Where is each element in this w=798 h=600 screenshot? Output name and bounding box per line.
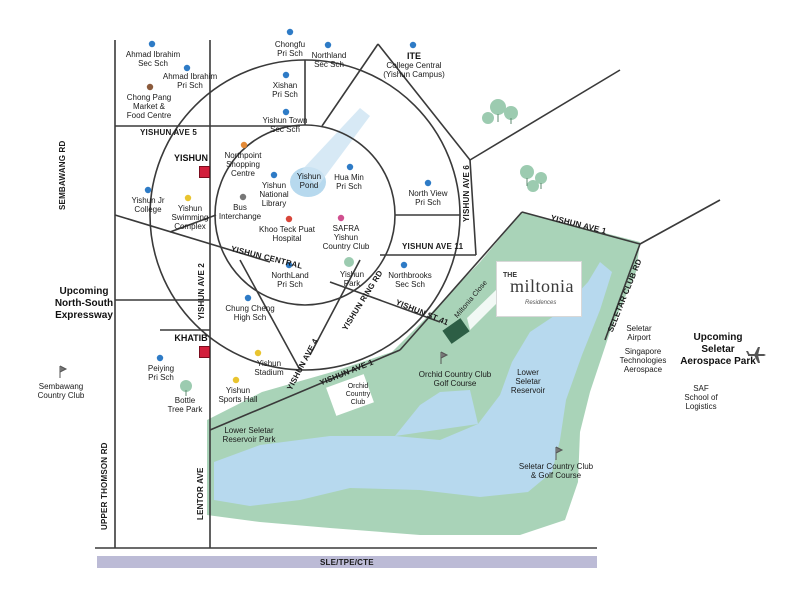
label-ktph: Khoo Teck Puat Hospital — [259, 225, 315, 243]
label-northland-pri: NorthLand Pri Sch — [271, 271, 309, 289]
label-northbrooks: Northbrooks Sec Sch — [388, 271, 432, 289]
school-dot — [144, 186, 152, 194]
school-dot — [285, 261, 293, 269]
label-yishun-jr: Yishun Jr College — [131, 196, 165, 214]
tree-trunks — [185, 114, 542, 396]
road-yishun-ave5: YISHUN AVE 5 — [140, 128, 198, 137]
label-saf-logistics: SAF School of Logistics — [684, 384, 718, 411]
label-upcoming-aerospace: Upcoming Seletar Aerospace Park — [680, 332, 756, 367]
reservoir — [214, 262, 612, 506]
label-ite: ITE — [406, 51, 421, 61]
label-hua-min: Hua Min Pri Sch — [334, 173, 364, 191]
label-chongfu: Chongfu Pri Sch — [274, 40, 306, 58]
development-logo: THE miltonia Residences — [496, 261, 582, 317]
label-yishun-library: Yishun National Library — [259, 181, 289, 208]
hospital-dot — [285, 215, 293, 223]
road-upper-thomson: UPPER THOMSON RD — [100, 442, 109, 530]
label-swimming: Yishun Swimming Complex — [171, 204, 209, 231]
poi-dots — [144, 28, 432, 384]
airplane-icon — [746, 347, 766, 363]
label-peiying: Peiying Pri Sch — [147, 364, 175, 382]
label-upcoming-nse: Upcoming North-South Expressway — [54, 286, 114, 321]
label-lower-seletar-reservoir: Lower Seletar Reservoir — [510, 368, 546, 395]
label-xishan: Xishan Pri Sch — [272, 81, 298, 99]
library-dot — [270, 171, 278, 179]
school-dot — [156, 354, 164, 362]
bus-dot — [239, 193, 247, 201]
label-chung-cheng: Chung Cheng High Sch — [225, 304, 275, 322]
market-dot — [146, 83, 154, 91]
label-sembawang-cc: Sembawang Country Club — [37, 382, 85, 400]
safra-dot — [337, 214, 345, 222]
label-safra: SAFRA Yishun Country Club — [322, 224, 370, 251]
label-khatib-station: KHATIB — [174, 333, 208, 343]
development-site — [442, 318, 470, 344]
school-dot — [409, 41, 417, 49]
site-beam — [467, 290, 500, 330]
school-dot — [400, 261, 408, 269]
label-northpoint: Northpoint Shopping Centre — [224, 151, 262, 178]
label-orchid-cc: Orchid Country Club — [345, 383, 371, 406]
road-yishun-ave6: YISHUN AVE 6 — [462, 164, 471, 222]
sports-dot — [254, 349, 262, 357]
label-yishun-pond: Yishun Pond — [296, 172, 322, 190]
school-dot — [148, 40, 156, 48]
label-orchid-golf: Orchid Country Club Golf Course — [418, 370, 492, 388]
label-northland-sec: Northland Sec Sch — [311, 51, 347, 69]
label-bus-interchange: Bus Interchange — [218, 203, 262, 221]
golf-icon — [59, 351, 564, 460]
label-lower-seletar-park: Lower Seletar Reservoir Park — [222, 426, 276, 444]
label-ahmad-ibrahim-sec: Ahmad Ibrahim Sec Sch — [125, 50, 181, 68]
reservoir-arm — [395, 390, 478, 436]
school-dot — [244, 294, 252, 302]
mall-dot — [240, 141, 248, 149]
road-yishun-ave2: YISHUN AVE 2 — [197, 262, 206, 320]
label-bottle-tree: Bottle Tree Park — [167, 396, 203, 414]
logo-sub: Residences — [525, 300, 557, 306]
label-yishun-park: Yishun Park — [339, 270, 365, 288]
label-yishun-station: YISHUN — [173, 153, 208, 163]
label-yishun-town-sec: Yishun Town Sec Sch — [262, 116, 308, 134]
road-expressway: SLE/TPE/CTE — [320, 558, 374, 567]
school-dot — [324, 41, 332, 49]
mrt-station-icon — [199, 346, 210, 358]
label-chong-pang: Chong Pang Market & Food Centre — [126, 93, 172, 120]
school-dot — [183, 64, 191, 72]
label-yishun-stadium: Yishun Stadium — [254, 359, 284, 377]
label-ite-sub: College Central (Yishun Campus) — [383, 61, 445, 79]
label-seletar-golf: Seletar Country Club & Golf Course — [518, 462, 594, 480]
road-network — [95, 40, 721, 549]
label-yishun-sports-hall: Yishun Sports Hall — [218, 386, 258, 404]
road-yishun-ave11: YISHUN AVE 11 — [402, 242, 464, 251]
label-north-view: North View Pri Sch — [408, 189, 448, 207]
label-ahmad-ibrahim-pri: Ahmad Ibrahim Pri Sch — [162, 72, 218, 90]
sports-dot — [232, 376, 240, 384]
school-dot — [346, 163, 354, 171]
pond-stream — [300, 108, 370, 186]
road-lentor: LENTOR AVE — [196, 467, 205, 520]
school-dot — [282, 108, 290, 116]
sports-dot — [184, 194, 192, 202]
logo-name: miltonia — [510, 276, 574, 296]
orchid-club-sign — [326, 374, 374, 416]
road-sembawang: SEMBAWANG RD — [58, 140, 67, 210]
school-dot — [282, 71, 290, 79]
expressway-band — [97, 556, 597, 568]
tree-icon — [180, 99, 547, 392]
school-dot — [424, 179, 432, 187]
logo-the: THE — [503, 272, 517, 279]
label-singapore-tech: Singapore Technologies Aerospace — [619, 347, 667, 374]
mrt-station-icon — [199, 166, 210, 178]
label-seletar-airport: Seletar Airport — [626, 324, 652, 342]
school-dot — [286, 28, 294, 36]
